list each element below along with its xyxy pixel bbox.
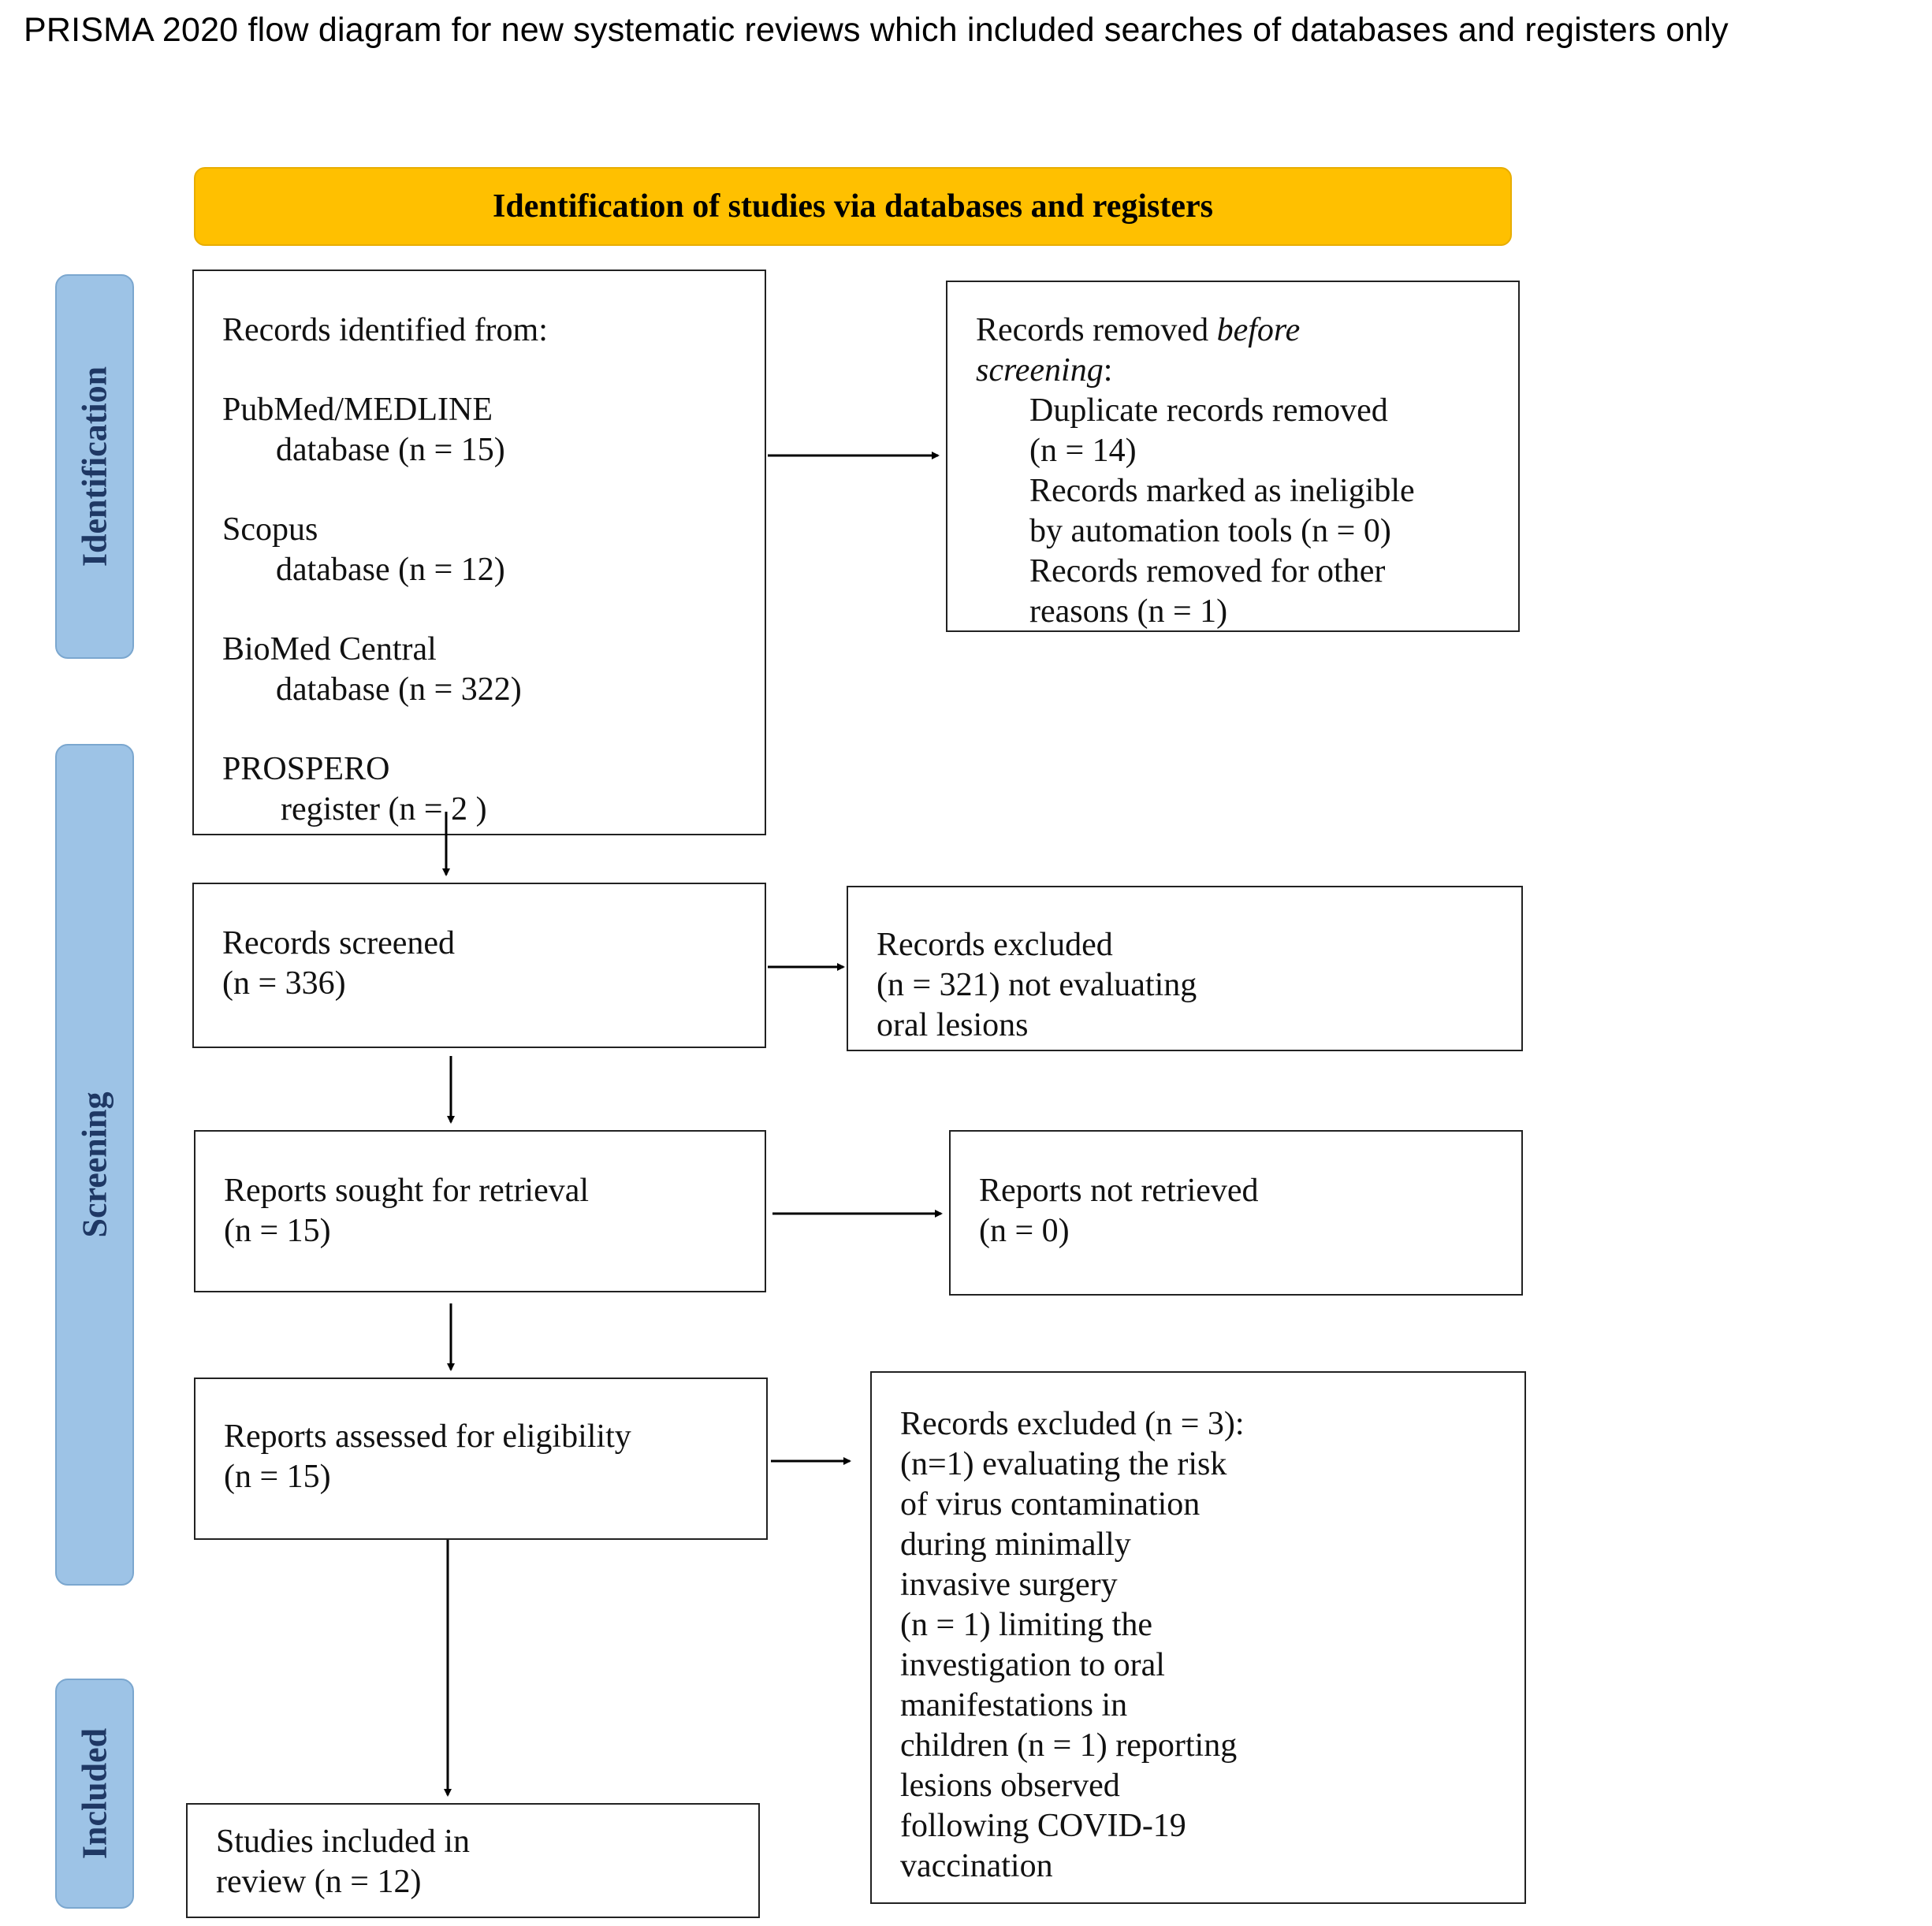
removed-line: by automation tools (n = 0) <box>1029 513 1391 549</box>
removed-line: Records marked as ineligible <box>1029 473 1415 509</box>
identification-banner: Identification of studies via databases … <box>194 167 1512 246</box>
excluded-reason-line: lesions observed <box>900 1768 1120 1804</box>
stage-screening: Screening <box>55 744 134 1586</box>
excluded-line: oral lesions <box>877 1007 1029 1043</box>
source-name: BioMed Central <box>222 631 437 667</box>
reports-not-retrieved-box: Reports not retrieved (n = 0) <box>949 1130 1523 1296</box>
excluded-reason-line: manifestations in <box>900 1687 1128 1723</box>
source-detail: database (n = 15) <box>276 432 505 468</box>
source-detail: database (n = 12) <box>276 552 505 588</box>
stage-included: Included <box>55 1679 134 1909</box>
excluded-reason-line: children (n = 1) reporting <box>900 1727 1238 1764</box>
source-name: Scopus <box>222 511 318 548</box>
reports-sought-label: Reports sought for retrieval <box>224 1173 590 1209</box>
records-screened-label: Records screened <box>222 925 456 961</box>
records-removed-heading: Records removed before <box>976 312 1301 348</box>
excluded-reason-line: invasive surgery <box>900 1567 1118 1603</box>
excluded-reason-line: vaccination <box>900 1848 1053 1884</box>
records-removed-heading-cont: screening: <box>976 352 1113 389</box>
records-identified-heading: Records identified from: <box>222 312 548 348</box>
reports-assessed-label: Reports assessed for eligibility <box>224 1418 631 1455</box>
excluded-reason-line: Records excluded (n = 3): <box>900 1406 1245 1442</box>
reports-assessed-box: Reports assessed for eligibility (n = 15… <box>194 1378 768 1540</box>
excluded-reason-line: following COVID-19 <box>900 1808 1186 1844</box>
excluded-line: Records excluded <box>877 927 1113 963</box>
source-name: PubMed/MEDLINE <box>222 392 493 428</box>
source-name: PROSPERO <box>222 751 390 787</box>
reports-sought-count: (n = 15) <box>224 1213 331 1249</box>
excluded-line: (n = 321) not evaluating <box>877 967 1197 1003</box>
removed-line: Duplicate records removed <box>1029 392 1388 429</box>
removed-line: (n = 14) <box>1029 433 1137 469</box>
reports-assessed-count: (n = 15) <box>224 1459 331 1495</box>
records-screened-count: (n = 336) <box>222 965 346 1002</box>
records-identified-box: Records identified from: PubMed/MEDLINE … <box>192 270 766 835</box>
records-excluded-box: Records excluded (n = 321) not evaluatin… <box>847 886 1523 1051</box>
excluded-reason-line: investigation to oral <box>900 1647 1165 1683</box>
removed-line: reasons (n = 1) <box>1029 593 1228 630</box>
records-screened-box: Records screened (n = 336) <box>192 883 766 1048</box>
studies-included-box: Studies included in review (n = 12) <box>186 1803 760 1918</box>
excluded-reason-line: (n = 1) limiting the <box>900 1607 1152 1643</box>
reports-not-retrieved-count: (n = 0) <box>979 1213 1070 1249</box>
excluded-reason-line: (n=1) evaluating the risk <box>900 1446 1227 1482</box>
diagram-title: PRISMA 2020 flow diagram for new systema… <box>24 11 1729 49</box>
reports-not-retrieved-label: Reports not retrieved <box>979 1173 1259 1209</box>
reports-sought-box: Reports sought for retrieval (n = 15) <box>194 1130 766 1292</box>
source-detail: database (n = 322) <box>276 671 522 708</box>
excluded-reason-line: during minimally <box>900 1526 1131 1563</box>
studies-included-count: review (n = 12) <box>216 1864 422 1900</box>
records-removed-box: Records removed before screening: Duplic… <box>946 281 1520 632</box>
removed-line: Records removed for other <box>1029 553 1386 589</box>
excluded-reason-line: of virus contamination <box>900 1486 1201 1523</box>
records-excluded-reasons-box: Records excluded (n = 3): (n=1) evaluati… <box>870 1371 1526 1904</box>
studies-included-label: Studies included in <box>216 1824 470 1860</box>
source-detail: register (n = 2 ) <box>281 791 487 827</box>
stage-identification: Identification <box>55 274 134 659</box>
